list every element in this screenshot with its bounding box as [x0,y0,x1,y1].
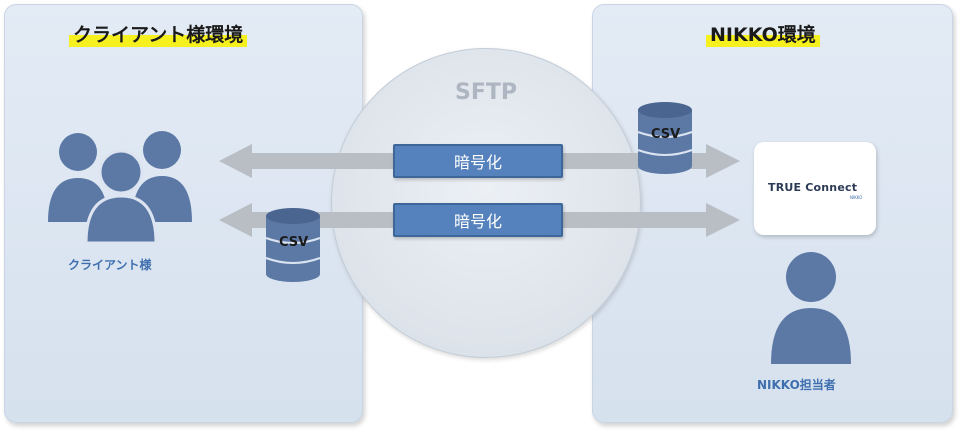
csv-database-icon-bottom [265,208,321,282]
csv-database-icon-top [637,102,693,174]
staff-person-icon [771,252,851,364]
csv-label-bottom: CSV [279,235,309,250]
true-connect-logo-box [754,142,876,235]
client-environment-title: クライアント様環境 [69,20,248,47]
encryption-box-bottom: 暗号化 [393,203,563,237]
client-user-label: クライアント様 [68,258,152,272]
true-connect-logo-sub: NIKKO [850,195,863,200]
sftp-label: SFTP [455,80,518,105]
nikko-staff-label: NIKKO担当者 [757,378,836,392]
true-connect-logo: TRUE Connect [768,181,858,194]
nikko-environment-title: NIKKO環境 [706,20,820,47]
csv-label-top: CSV [651,127,681,142]
client-group-icon [48,131,192,245]
encryption-box-top: 暗号化 [393,144,563,178]
